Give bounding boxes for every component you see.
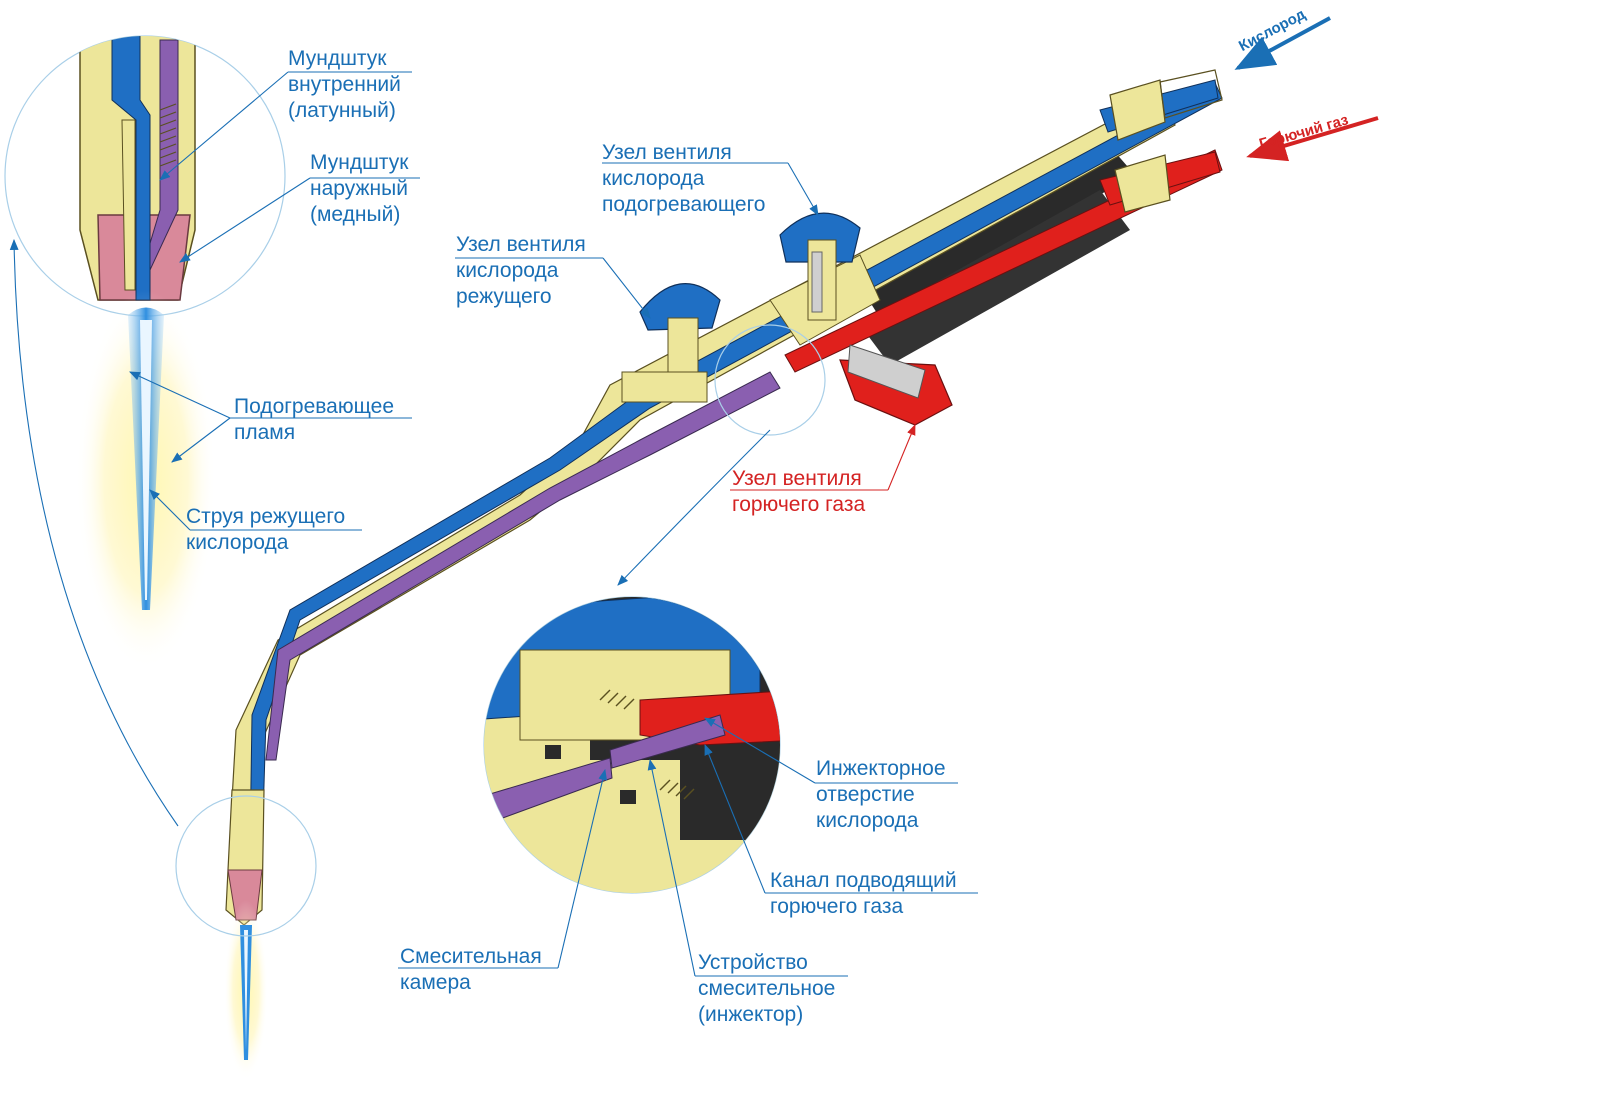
label-valve-preheat-oxygen: Узел вентиля кислорода подогревающего [602, 140, 766, 218]
label-line: кислорода [816, 809, 919, 832]
mouthpiece-zoom [4, 35, 286, 670]
label-line: (латунный) [288, 99, 396, 122]
label-fuel-channel: Канал подводящий горючего газа [770, 868, 957, 920]
label-valve-cut-oxygen: Узел вентиля кислорода режущего [456, 232, 586, 310]
preheat-oxygen-valve [779, 212, 861, 321]
label-line: Смесительная [400, 945, 542, 968]
leader-lines-red [730, 423, 916, 491]
label-line: Канал подводящий [770, 869, 957, 892]
label-line: Инжекторное [816, 757, 946, 780]
label-line: Узел вентиля [732, 467, 862, 490]
fuel-inlet-arrow [1246, 116, 1379, 162]
label-line: кислорода [602, 167, 705, 190]
label-line: горючего газа [770, 895, 904, 918]
torch-body [224, 69, 1223, 1080]
label-mouthpiece-outer: Мундштук наружный (медный) [310, 150, 408, 228]
label-line: режущего [456, 285, 552, 308]
label-line: Струя режущего [186, 505, 346, 528]
label-line: Мундштук [310, 151, 409, 174]
label-line: кислорода [456, 259, 559, 282]
label-line: Устройство [698, 951, 808, 974]
label-line: камера [400, 971, 471, 994]
label-line: отверстие [816, 783, 915, 806]
label-line: Мундштук [288, 47, 387, 70]
label-line: смесительное [698, 977, 836, 1000]
leader-lines [9, 71, 978, 977]
label-line: горючего газа [732, 493, 866, 516]
label-valve-fuel-gas: Узел вентиля горючего газа [732, 466, 865, 518]
label-line: внутренний [288, 73, 401, 96]
oxygen-inlet-arrow [1234, 16, 1331, 70]
label-mixing-chamber: Смесительная камера [400, 944, 542, 996]
cutting-oxygen-valve [621, 283, 721, 403]
label-line: кислорода [186, 531, 289, 554]
label-injector-orifice: Инжекторное отверстие кислорода [816, 756, 946, 834]
label-preheat-flame: Подогревающее пламя [234, 394, 394, 446]
label-line: Подогревающее [234, 395, 395, 418]
label-line: Узел вентиля [602, 141, 732, 164]
label-line: наружный [310, 177, 408, 200]
label-line: Узел вентиля [456, 233, 586, 256]
mixer-highlight [714, 324, 826, 436]
label-line: пламя [234, 421, 296, 444]
label-mouthpiece-inner: Мундштук внутренний (латунный) [288, 46, 401, 124]
mixer-zoom [483, 596, 781, 894]
label-line: (медный) [310, 203, 401, 226]
tip-highlight [175, 795, 317, 937]
label-cutting-jet: Струя режущего кислорода [186, 504, 345, 556]
label-mixer-device: Устройство смесительное (инжектор) [698, 950, 835, 1028]
label-line: подогревающего [602, 193, 766, 216]
label-line: (инжектор) [698, 1003, 804, 1026]
